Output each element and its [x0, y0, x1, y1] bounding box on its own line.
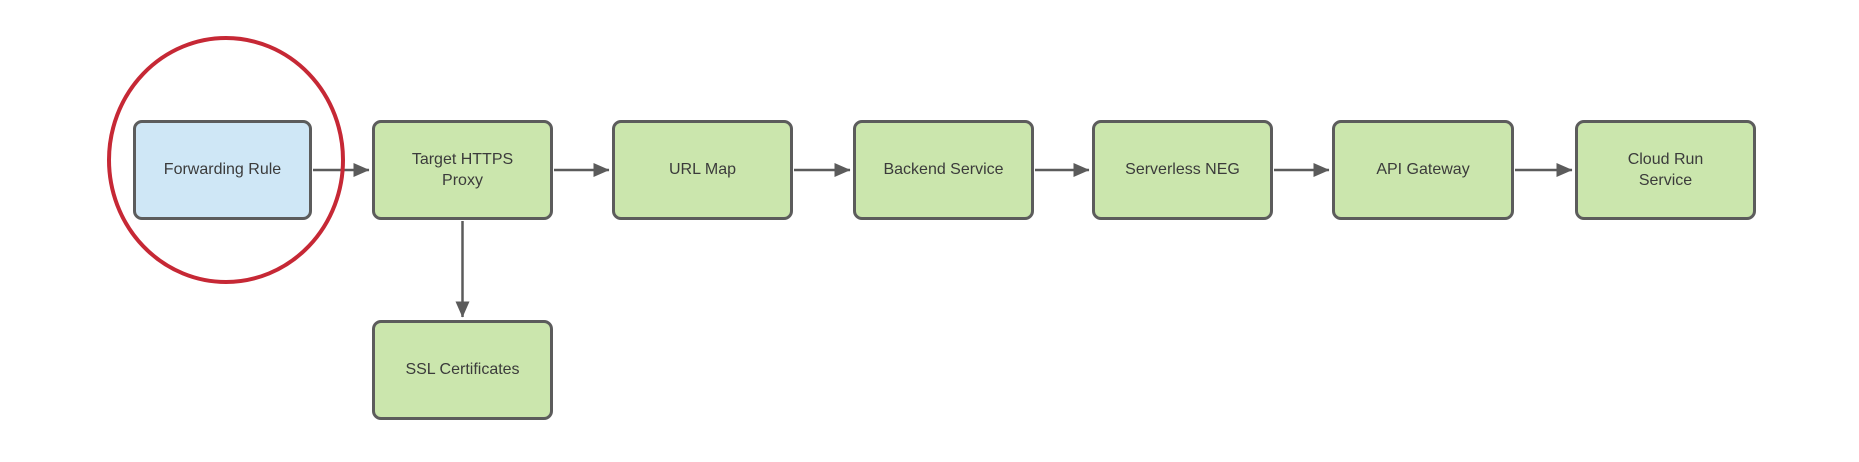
node-target-https-proxy: Target HTTPS Proxy: [372, 120, 553, 220]
node-label: Backend Service: [883, 161, 1004, 179]
node-label: Cloud Run Service: [1627, 150, 1704, 189]
node-url-map: URL Map: [612, 120, 793, 220]
node-cloud-run-service: Cloud Run Service: [1575, 120, 1756, 220]
node-label: API Gateway: [1376, 161, 1470, 179]
node-label: Target HTTPS Proxy: [411, 150, 514, 189]
highlight-circle-annotation: [107, 36, 345, 284]
node-label: SSL Certificates: [405, 361, 520, 379]
node-label: Forwarding Rule: [163, 161, 282, 179]
node-ssl-certificates: SSL Certificates: [372, 320, 553, 420]
node-label: URL Map: [669, 161, 736, 179]
node-backend-service: Backend Service: [853, 120, 1034, 220]
node-label: Serverless NEG: [1125, 161, 1240, 179]
node-api-gateway: API Gateway: [1332, 120, 1514, 220]
node-forwarding-rule: Forwarding Rule: [133, 120, 312, 220]
node-serverless-neg: Serverless NEG: [1092, 120, 1273, 220]
